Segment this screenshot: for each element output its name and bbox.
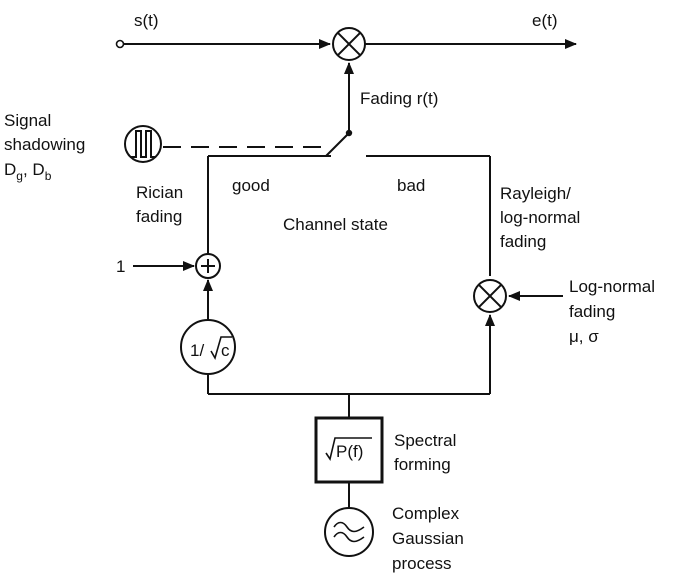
shadowing-parameters: Dg, Db [4,160,52,183]
lognormal-label-line2: fading [569,302,615,321]
lognormal-params-label: μ, σ [569,327,599,346]
rician-label-line2: fading [136,207,182,226]
spectral-forming-box [314,416,384,484]
lognormal-label-line1: Log-normal [569,277,655,296]
output-signal-label: e(t) [532,11,558,30]
sqrt-pf-symbol [325,437,372,461]
channel-state-label: Channel state [283,215,388,234]
rayleigh-label-line2: log-normal [500,208,580,227]
gaussian-label-line1: Complex [392,504,460,523]
gaussian-label-line2: Gaussian [392,529,464,548]
fading-label: Fading r(t) [360,89,438,108]
spectral-label-line2: forming [394,455,451,474]
good-state-label: good [232,176,270,195]
rayleigh-label-line1: Rayleigh/ [500,184,571,203]
spectral-box-label: P(f) [336,442,363,461]
adder-icon [195,253,221,279]
rician-label-line1: Rician [136,183,183,202]
gaussian-label-line3: process [392,554,452,573]
noise-source-sine-wave-icon [324,507,374,557]
spectral-label-line1: Spectral [394,431,456,450]
scale-c-label: c [221,341,230,360]
top-multiplier-icon [332,27,366,61]
channel-switch [325,132,350,157]
constant-one-label: 1 [116,257,125,276]
input-signal-label: s(t) [134,11,159,30]
rayleigh-multiplier-icon [473,279,507,313]
shadowing-label-line1: Signal [4,111,51,130]
sqrt-symbol [210,336,232,361]
bad-state-label: bad [397,176,425,195]
input-terminal [115,39,125,49]
shadowing-label-line2: shadowing [4,135,85,154]
rayleigh-label-line3: fading [500,232,546,251]
shadowing-square-pulse-icon [124,125,162,163]
scale-numerator-label: 1/ [190,341,204,360]
